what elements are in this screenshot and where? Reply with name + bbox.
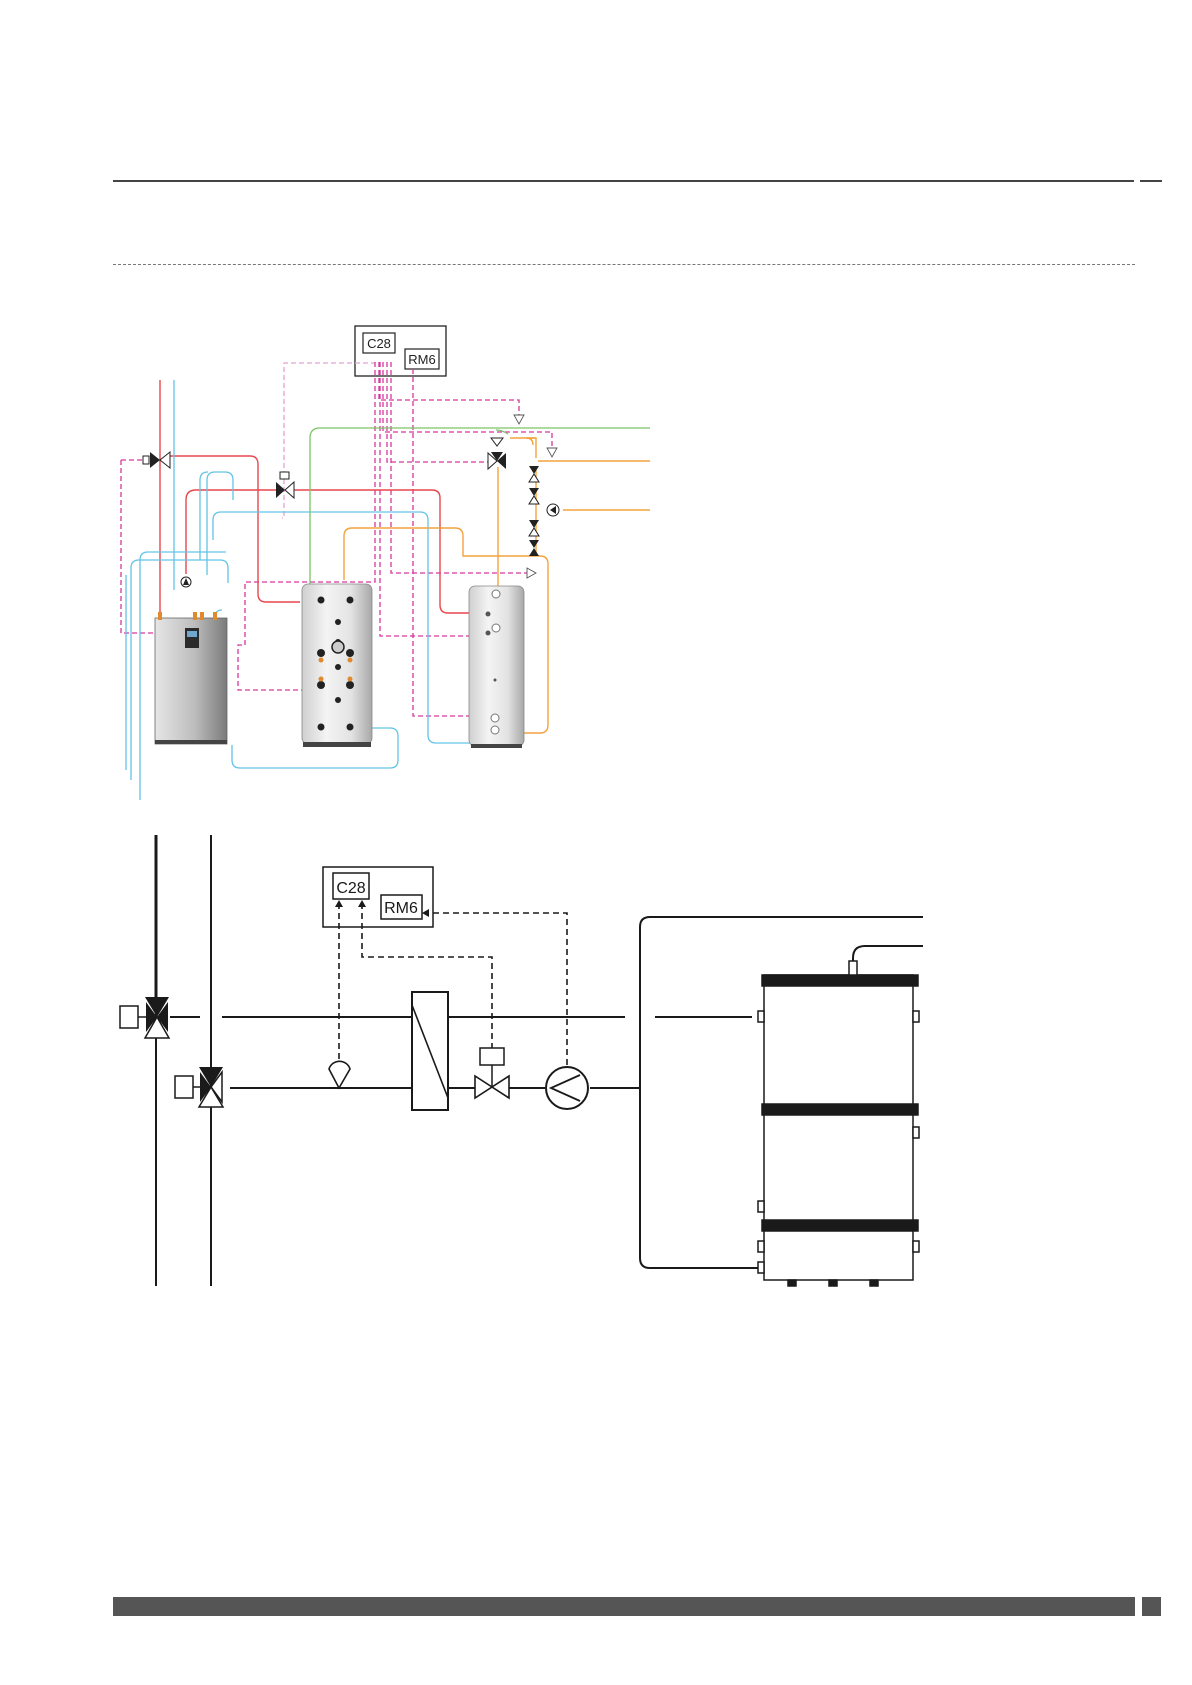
bottom-rm6-label: RM6: [384, 900, 418, 917]
controller-box: C28 RM6: [355, 326, 446, 376]
bottom-circulation-pump: [546, 1067, 588, 1109]
top-pump-heatpump: [181, 577, 191, 587]
tank-inlet-pipe: [853, 946, 923, 966]
top-schematic: C28 RM6: [0, 0, 1192, 800]
bottom-mixing-valve-upper: [120, 997, 169, 1038]
top-mixing-valve-left: [143, 452, 170, 468]
plate-heat-exchanger: [412, 992, 448, 1110]
bottom-mixing-valve-lower: [175, 1067, 223, 1107]
flow-temperature-sensor: [329, 1061, 350, 1088]
top-circulation-pump: [547, 504, 559, 516]
top-diverting-valve-dhw: [488, 438, 506, 469]
bottom-control-wiring: [339, 903, 567, 1075]
heat-pump-unit: [155, 612, 227, 744]
motorised-valve: [475, 1048, 509, 1098]
top-mixing-valve-center: [276, 472, 294, 498]
dhw-tank: [469, 586, 524, 748]
bottom-c28-label: C28: [336, 880, 365, 897]
footer-page-marker: [1142, 1597, 1161, 1616]
footer-bar: [113, 1597, 1135, 1616]
rm6-label: RM6: [408, 352, 435, 367]
top-valves-dhw-column: [529, 466, 539, 556]
storage-tank-stack: [758, 961, 919, 1286]
bottom-schematic: C28 RM6: [0, 820, 1192, 1300]
c28-label: C28: [367, 336, 391, 351]
buffer-tank: [302, 584, 372, 747]
